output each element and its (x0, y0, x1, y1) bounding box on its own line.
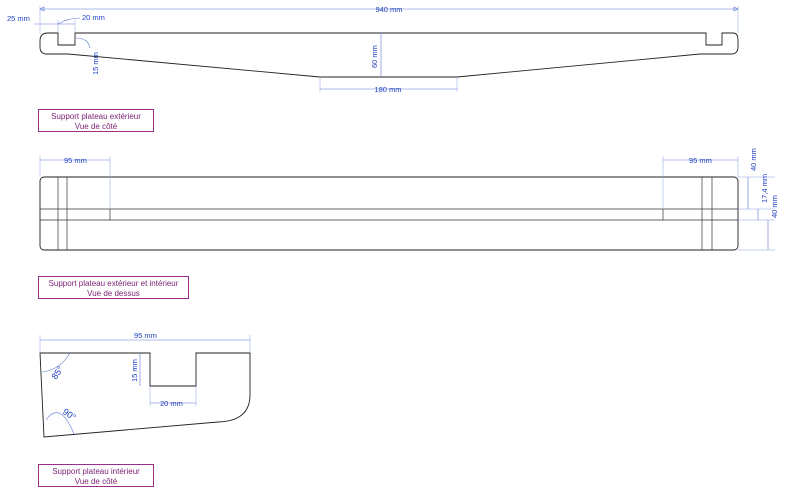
caption-side-inner-line1: Support plateau intérieur (52, 467, 140, 476)
angle-bottom-label: 90° (61, 406, 78, 422)
inner-length-label: 95 mm (134, 331, 157, 340)
middle-gap-label: 17,4 mm (760, 174, 769, 203)
side-view-inner: 95 mm 15 mm 20 mm 85° 90° (39, 331, 251, 438)
notch-depth-label: 15 mm (91, 52, 100, 75)
overall-length-label: 940 mm (375, 5, 402, 14)
caption-side-inner-line2: Vue de côté (74, 476, 118, 486)
caption-side-outer: Support plateau extérieur Vue de côté (38, 109, 154, 132)
notch-width-label: 20 mm (82, 13, 105, 22)
caption-side-outer-line1: Support plateau extérieur (51, 112, 141, 121)
caption-side-outer-line2: Vue de côté (74, 121, 118, 131)
edge-offset-label: 25 mm (7, 14, 30, 23)
caption-side-inner: Support plateau intérieur Vue de côté (38, 464, 154, 487)
caption-top-view: Support plateau extérieur et intérieur V… (38, 276, 189, 299)
inner-notch-depth-label: 15 mm (130, 359, 139, 382)
inner-support-outline (39, 352, 251, 438)
left-block-label: 95 mm (64, 156, 87, 165)
outer-width-bottom-label: 40 mm (770, 195, 779, 218)
top-view: 95 mm 95 mm 40 mm 17,4 mm 40 mm (39, 148, 779, 251)
side-view-outer: 940 mm 25 mm 20 mm 15 mm 60 mm 180 mm (7, 5, 739, 94)
angle-top-label: 85° (49, 364, 65, 381)
outer-width-top-label: 40 mm (749, 148, 758, 171)
outer-support-outline (39, 32, 739, 78)
flat-bottom-label: 180 mm (374, 85, 401, 94)
caption-top-view-line2: Vue de dessus (87, 288, 140, 298)
inner-notch-width-label: 20 mm (160, 399, 183, 408)
caption-top-view-line1: Support plateau extérieur et intérieur (48, 279, 179, 288)
center-height-label: 60 mm (370, 45, 379, 68)
right-block-label: 95 mm (689, 156, 712, 165)
top-view-outline (39, 176, 739, 251)
